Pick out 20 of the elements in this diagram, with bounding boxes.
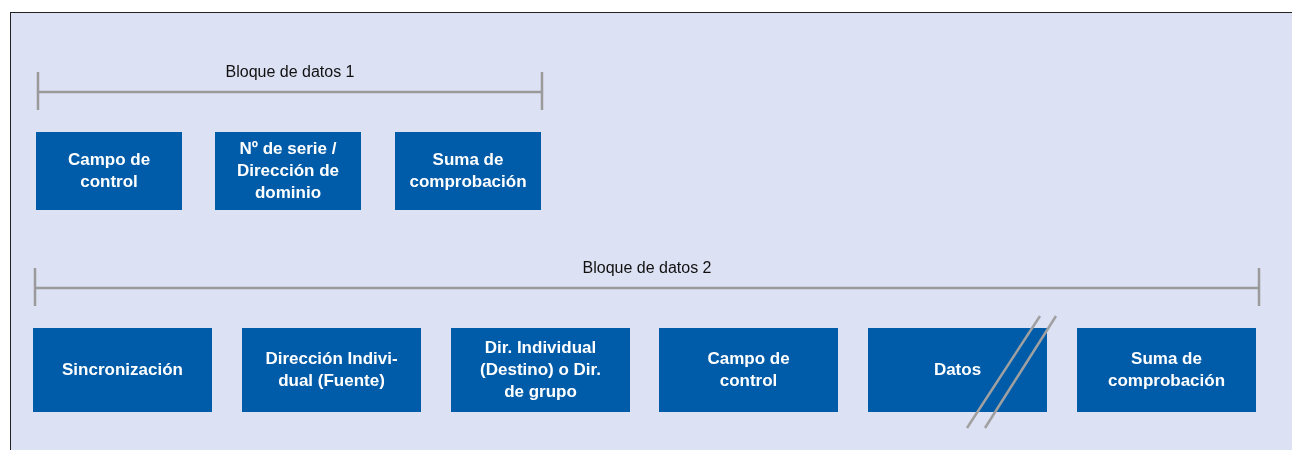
field-box (242, 328, 421, 412)
field-label: Suma de comprobación (1106, 348, 1227, 392)
field-label: Datos (933, 359, 982, 381)
field-label: Nº de serie / Dirección de dominio (235, 138, 340, 204)
field-box (868, 328, 1047, 412)
field-box (659, 328, 838, 412)
field-label: Campo de control (66, 149, 152, 193)
bracket-label: Bloque de datos 2 (582, 259, 712, 277)
bracket-label: Bloque de datos 1 (225, 63, 355, 81)
field-label: Suma de comprobación (408, 149, 528, 193)
field-box (1077, 328, 1256, 412)
field-box (395, 132, 541, 210)
field-label: Dir. Individual (Destino) o Dir. de grupo (479, 337, 602, 403)
field-box (215, 132, 361, 210)
field-label: Sincronización (62, 359, 183, 381)
field-label: Campo de control (706, 348, 791, 392)
field-box (36, 132, 182, 210)
field-label: Dirección Indivi- dual (Fuente) (264, 348, 399, 392)
field-box (33, 328, 212, 412)
field-box (451, 328, 630, 412)
